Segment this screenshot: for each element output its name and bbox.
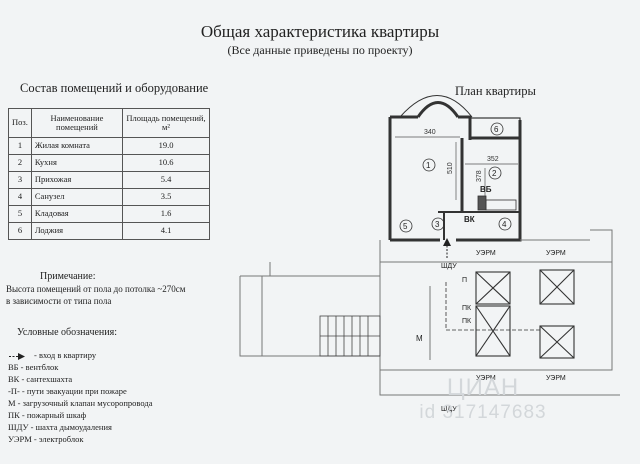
col-name-header: Наименование помещений [30, 108, 124, 138]
pk-label: ПК [462, 305, 472, 312]
room-number: 1 [426, 161, 431, 170]
evacuation-path [445, 282, 540, 331]
room-number: 2 [492, 169, 497, 178]
rooms-heading: Состав помещений и оборудование [20, 81, 209, 95]
table-row: 1 Жилая комната 19.0 [8, 137, 210, 155]
room-pos: 6 [8, 222, 32, 240]
bathroom-fixtures [477, 195, 517, 211]
pk-label: ПК [462, 318, 472, 325]
room-markers [399, 122, 512, 233]
legend-item: ВК - сантехшахта [8, 374, 73, 384]
dim-kitchen-depth: 378 [476, 170, 483, 182]
legend-item: - вход в квартиру [8, 349, 152, 361]
legend-item: ВБ - вентблок [8, 362, 59, 372]
note-line: в зависимости от типа пола [6, 296, 112, 306]
table-row: 4 Санузел 3.5 [8, 188, 210, 206]
dimension-lines [395, 136, 518, 205]
table-row: 6 Лоджия 4.1 [8, 222, 210, 240]
page-title: Общая характеристика квартиры [200, 22, 440, 41]
room-number: 4 [502, 220, 507, 229]
rooms-table: Поз. Наименование помещений Площадь поме… [8, 108, 210, 240]
room-area: 4.1 [122, 222, 210, 240]
shdu-label: ШДУ [441, 263, 457, 270]
col-area-header: Площадь помещений, м² [122, 108, 210, 138]
legend-list: - вход в квартиру ВБ - вентблок ВК - сан… [8, 349, 152, 445]
entrance-arrow-icon [9, 352, 25, 360]
vk-label: ВК [464, 215, 475, 224]
legend-item: М - загрузочный клапан мусоропровода [8, 398, 153, 408]
table-header-row: Поз. Наименование помещений Площадь поме… [8, 108, 210, 138]
uerm-label: УЭРМ [546, 375, 566, 382]
dim-living-depth: 510 [447, 162, 454, 174]
vb-label: ВБ [480, 185, 492, 194]
m-label: М [416, 334, 423, 343]
loggia-outline [469, 117, 521, 139]
legend-item: ПК - пожарный шкаф [8, 410, 87, 420]
legend-item: ШДУ - шахта дымоудаления [8, 422, 112, 432]
legend-item: -П- - пути эвакуации при пожаре [8, 386, 127, 396]
uerm-label: УЭРМ [476, 375, 496, 382]
legend-heading: Условные обозначения: [17, 327, 118, 338]
page-subtitle: (Все данные приведены по проекту) [227, 43, 413, 57]
dim-living-width: 340 [424, 129, 436, 136]
room-number: 5 [403, 222, 408, 231]
dim-kitchen-width: 352 [487, 156, 499, 163]
uerm-label: УЭРМ [476, 250, 496, 257]
staircase [319, 315, 381, 357]
elevator-shafts [475, 269, 575, 359]
table-row: 2 Кухня 10.6 [8, 154, 210, 172]
watermark: ЦИАН id 317147683 [419, 374, 547, 423]
uerm-label: УЭРМ [546, 250, 566, 257]
shdu-label: ШДУ [441, 406, 457, 413]
plan-heading: План квартиры [455, 84, 536, 98]
legend-item: УЭРМ - электроблок [8, 434, 84, 444]
p-label: П [462, 277, 467, 284]
room-number: 6 [494, 125, 499, 134]
bay-window [399, 95, 473, 118]
table-row: 3 Прихожая 5.4 [8, 171, 210, 189]
room-name: Лоджия [30, 222, 124, 240]
room-number: 3 [435, 220, 440, 229]
entrance-arrow-icon [443, 238, 451, 258]
note-heading: Примечание: [40, 271, 96, 282]
note-line: Высота помещений от пола до потолка ~270… [6, 284, 186, 294]
